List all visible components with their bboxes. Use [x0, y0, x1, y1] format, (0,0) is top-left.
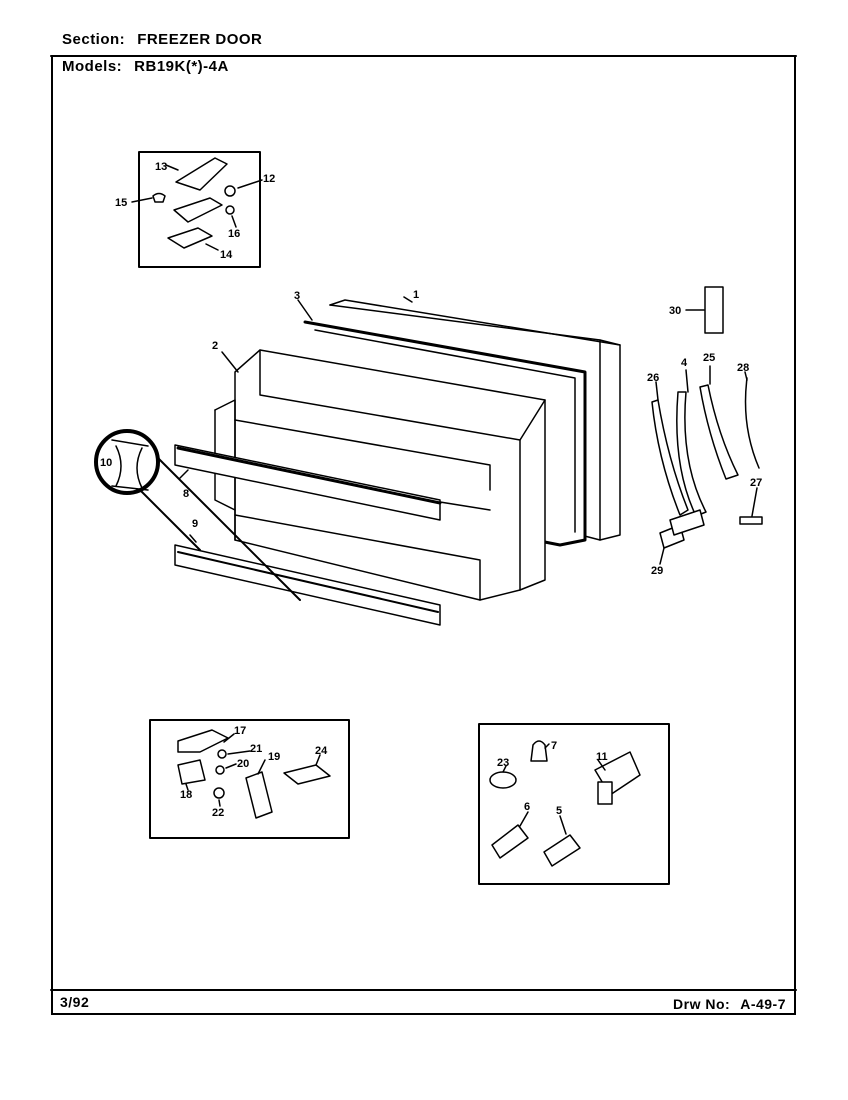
callout-8: 8 [183, 488, 189, 500]
part-23-button [489, 771, 517, 789]
small-parts-inset [478, 723, 670, 885]
part-18-shim [177, 759, 206, 785]
part-14-shim [167, 227, 213, 249]
callout-9: 9 [192, 518, 198, 530]
callout-2: 2 [212, 340, 218, 352]
callout-22: 22 [212, 807, 224, 819]
drawing-label: Drw No: [673, 996, 731, 1012]
inset-box [149, 719, 350, 839]
callout-29: 29 [651, 565, 663, 577]
callout-16: 16 [228, 228, 240, 240]
door-assembly [174, 296, 621, 626]
callout-7: 7 [551, 740, 557, 752]
models-value: RB19K(*)-4A [134, 58, 229, 75]
callout-12: 12 [263, 173, 275, 185]
revision-date: 3/92 [60, 994, 90, 1010]
models-heading: Models: RB19K(*)-4A [62, 58, 229, 75]
callout-19: 19 [268, 751, 280, 763]
part-5-strike [543, 834, 581, 867]
callout-3: 3 [294, 290, 300, 302]
top-hinge-inset [131, 151, 263, 268]
callout-4: 4 [681, 357, 688, 369]
callout-18: 18 [180, 789, 192, 801]
bottom-hinge-inset [149, 719, 350, 839]
callout-labels: 1 2 3 4 5 6 7 8 9 10 11 12 13 14 15 16 1… [100, 161, 762, 819]
part-20-spacer [215, 765, 225, 775]
drawing-number: Drw No: A-49-7 [673, 996, 786, 1012]
callout-6: 6 [524, 801, 530, 813]
callout-13: 13 [155, 161, 167, 173]
part-7-plug [530, 740, 548, 762]
section-heading: Section: FREEZER DOOR [62, 31, 262, 48]
callout-20: 20 [237, 758, 249, 770]
callout-11: 11 [596, 751, 608, 763]
part-8-shelf-rail [174, 444, 441, 521]
models-label: Models: [62, 58, 123, 75]
callout-23: 23 [497, 757, 509, 769]
callout-28: 28 [737, 362, 749, 374]
part-30-handle-cap [704, 286, 724, 334]
part-6-strike [491, 824, 529, 859]
part-19-hinge-plate [245, 771, 273, 819]
part-17-hinge [177, 729, 229, 753]
callout-24: 24 [315, 745, 328, 757]
section-value: FREEZER DOOR [137, 31, 263, 48]
part-22-screw [213, 787, 225, 799]
callout-14: 14 [220, 249, 233, 261]
part-24-bracket [283, 764, 331, 785]
callout-10: 10 [100, 457, 112, 469]
part-16-spacer [225, 205, 235, 215]
door-handle-parts [651, 286, 763, 565]
part-13-hinge-cover [175, 157, 228, 191]
part-15-screw [152, 192, 166, 203]
inset-box [138, 151, 261, 268]
section-label: Section: [62, 31, 126, 48]
callout-21: 21 [250, 743, 262, 755]
callout-17: 17 [234, 725, 246, 737]
drawing-value: A-49-7 [740, 996, 786, 1012]
part-10-detail-callout [94, 429, 301, 601]
callout-1: 1 [413, 289, 419, 301]
part-12-washer [224, 185, 236, 197]
callout-26: 26 [647, 372, 659, 384]
part-9-door-bar [174, 544, 441, 626]
callout-27: 27 [750, 477, 762, 489]
callout-25: 25 [703, 352, 715, 364]
part-28-trim [744, 377, 760, 469]
callout-30: 30 [669, 305, 681, 317]
part-26-handle [651, 399, 689, 516]
callout-15: 15 [115, 197, 127, 209]
part-2-inner-liner [234, 349, 546, 601]
part-12-hinge [173, 197, 223, 223]
part-25-handle-insert [699, 384, 739, 480]
part-27-clip [739, 516, 763, 525]
part-21-washer [217, 749, 227, 759]
callout-5: 5 [556, 805, 562, 817]
inset-box [478, 723, 670, 885]
